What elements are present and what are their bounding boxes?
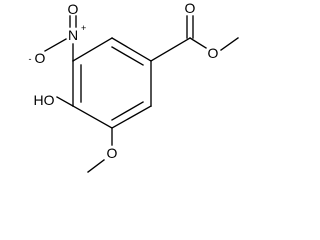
methoxy-o-label: O: [107, 145, 118, 161]
ester-group: [150, 15, 239, 62]
nitro-o-left-label: O: [35, 50, 46, 66]
benzene-ring: [72, 37, 152, 129]
nitro-n-charge-label: +: [81, 23, 86, 33]
ring-double-bond-a: [111, 46, 144, 66]
ring-bond-1: [111, 37, 152, 62]
methoxy-methyl-bond: [87, 159, 105, 173]
ring-bond-4: [72, 105, 113, 129]
nitro-n-o-single: [44, 38, 67, 52]
hydroxyl-bond: [56, 96, 74, 107]
ring-bond-6: [72, 37, 113, 62]
structure-diagram: N + O O - HO O O O: [29, 0, 239, 173]
ring-double-bond-b: [111, 101, 144, 121]
nitro-group: [44, 15, 77, 62]
nitro-o-top-label: O: [68, 1, 79, 17]
ester-ether-o-label: O: [208, 45, 219, 61]
methoxy-group: [87, 127, 113, 173]
ester-c-bond: [150, 37, 191, 62]
nitro-o-left-charge-label: -: [29, 54, 32, 64]
nitro-n-label: N: [68, 27, 78, 43]
ester-o-bond: [189, 37, 207, 49]
ester-methyl-bond: [220, 37, 239, 51]
ring-bond-3: [111, 105, 152, 129]
hydroxyl-label: HO: [34, 92, 55, 108]
ester-carbonyl-o-label: O: [185, 0, 196, 16]
